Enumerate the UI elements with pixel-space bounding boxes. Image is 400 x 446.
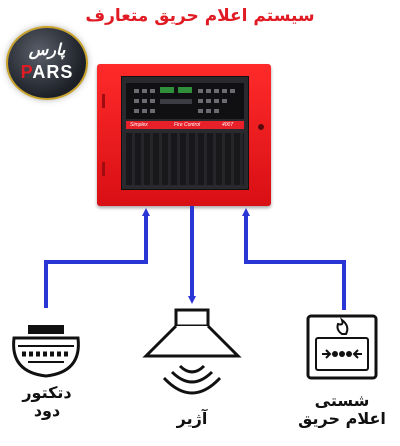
fire-alarm-control-panel: Simplex Fire Control 4007 xyxy=(97,64,271,206)
panel-hinge xyxy=(102,162,105,176)
label-manual-call-point-line-1: شستی xyxy=(314,391,370,410)
logo-wordmark: PARS xyxy=(8,62,86,83)
panel-front: Simplex Fire Control 4007 xyxy=(121,76,249,190)
label-smoke-detector-line-1: دتکتور xyxy=(22,383,72,402)
siren-icon xyxy=(142,308,242,395)
panel-vent-grille xyxy=(126,133,244,185)
logo-script-text: پارس xyxy=(28,40,66,59)
label-manual-call-point: شستی اعلام حریق xyxy=(290,392,394,428)
manual-call-point-icon xyxy=(306,314,378,380)
logo-word-prefix: P xyxy=(20,62,33,82)
panel-model-text: Fire Control xyxy=(174,122,201,128)
smoke-detector-icon xyxy=(12,325,80,378)
wire-manual-call-point xyxy=(242,208,346,310)
label-manual-call-point-line-2: اعلام حریق xyxy=(298,409,386,428)
panel-indicator-board xyxy=(126,83,244,119)
panel-model-number: 4007 xyxy=(222,122,234,128)
pars-logo: پارس PARS xyxy=(8,28,86,98)
logo-word-suffix: ARS xyxy=(32,62,74,82)
wire-smoke-detector xyxy=(44,208,150,308)
panel-lock-icon xyxy=(258,124,264,130)
diagram-title: سیستم اعلام حریق متعارف xyxy=(85,6,315,26)
panel-brand-band: Simplex Fire Control 4007 xyxy=(126,121,244,129)
panel-brand: Simplex xyxy=(130,122,148,128)
label-siren: آژیر xyxy=(150,410,234,428)
label-smoke-detector: دتکتور دود xyxy=(6,384,88,420)
label-siren-line-1: آژیر xyxy=(176,409,208,428)
label-smoke-detector-line-2: دود xyxy=(33,401,61,420)
panel-hinge xyxy=(102,94,105,108)
